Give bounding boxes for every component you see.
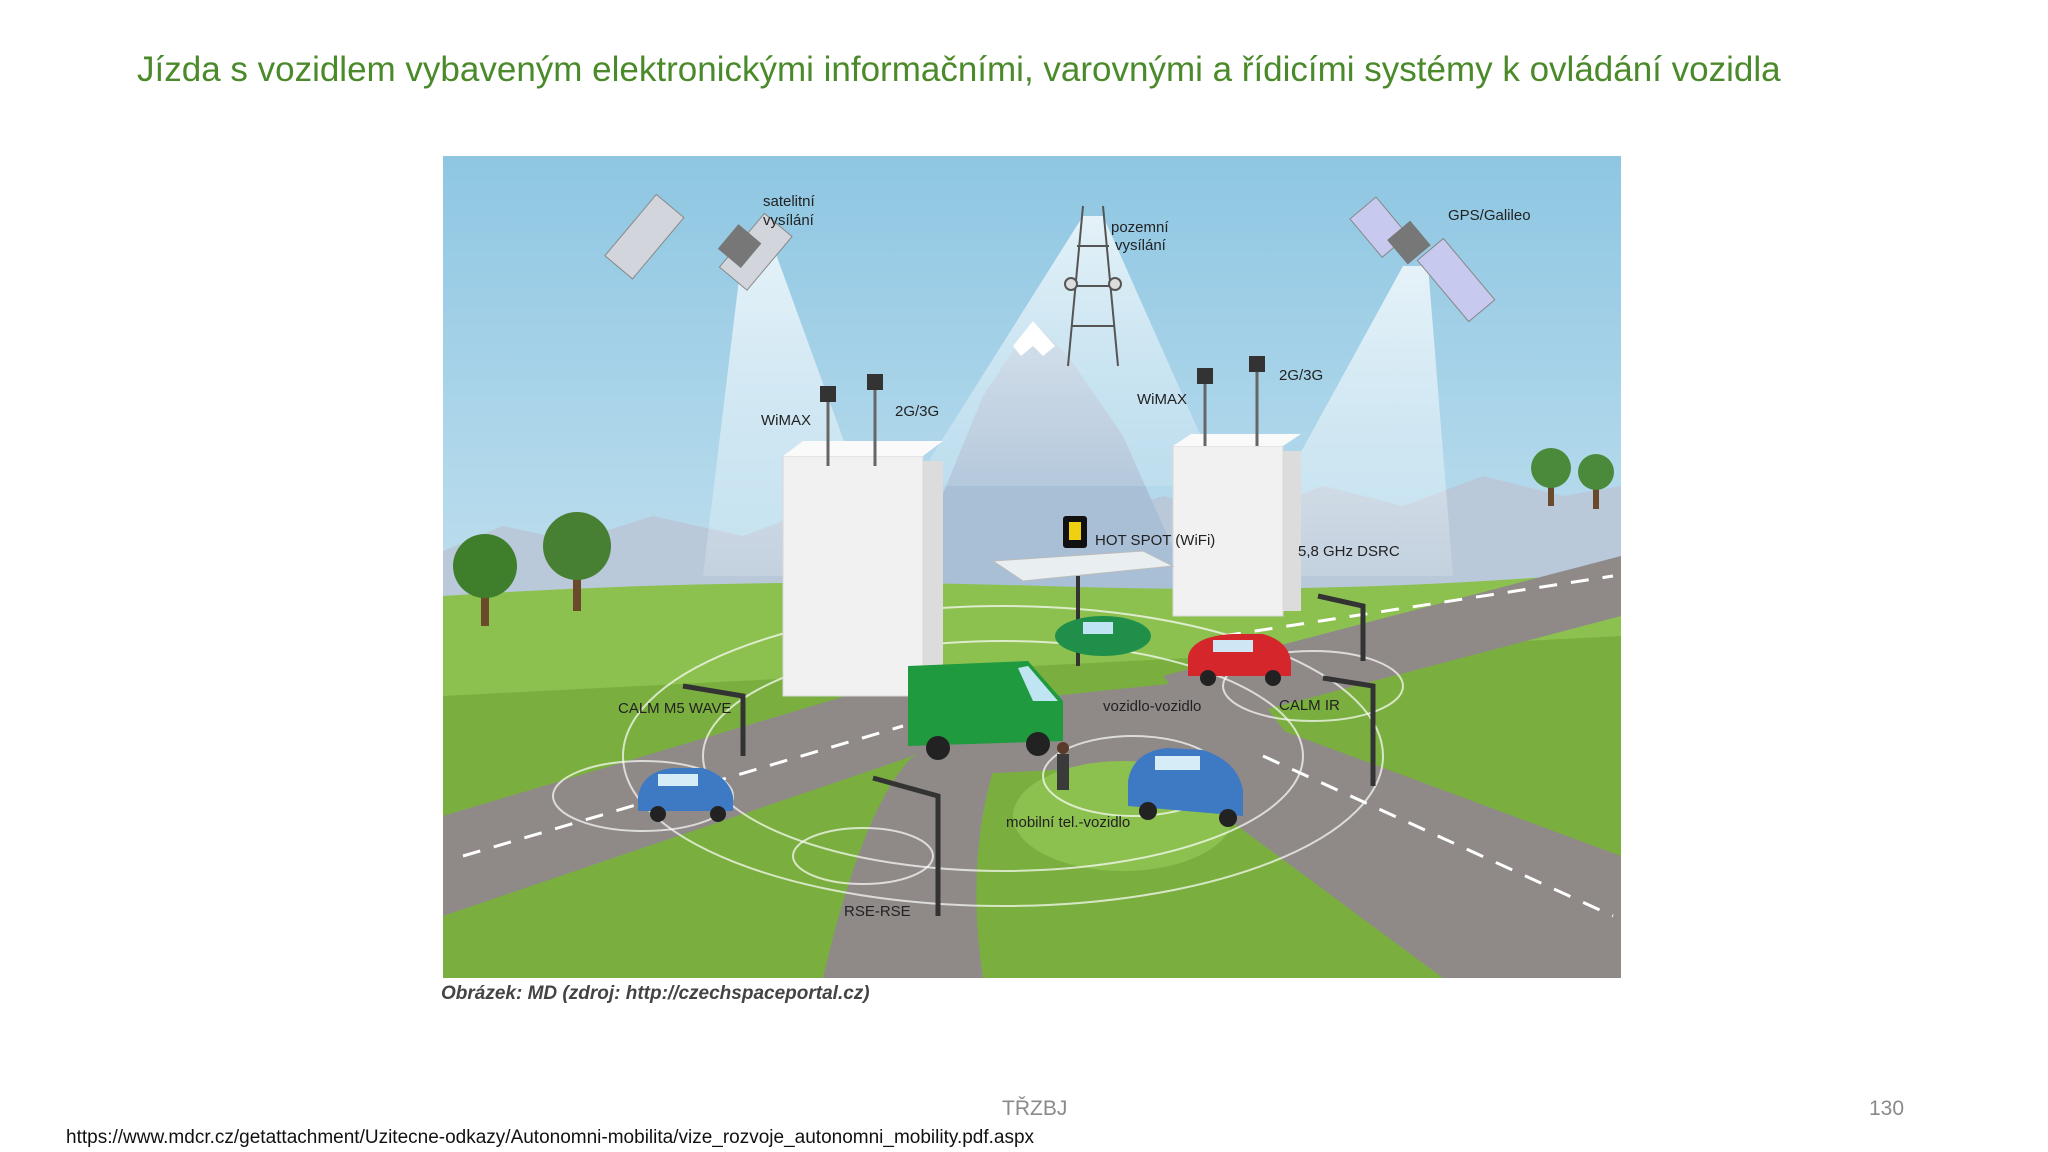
slide-title: Jízda s vozidlem vybaveným elektronickým… xyxy=(137,50,1781,89)
its-illustration: satelitní vysílání pozemní vysílání GPS/… xyxy=(443,156,1621,978)
label-ground-2: vysílání xyxy=(1115,237,1167,254)
road-right-lower xyxy=(1143,716,1621,978)
building-left xyxy=(782,441,943,697)
trees-left xyxy=(453,512,611,626)
transmitter-tower xyxy=(1064,205,1122,367)
illustration-labels: satelitní vysílání pozemní vysílání GPS/… xyxy=(618,193,1531,920)
label-2g3g-right: 2G/3G xyxy=(1279,367,1323,384)
label-rse: RSE-RSE xyxy=(844,903,911,920)
label-calm-ir: CALM IR xyxy=(1279,697,1340,714)
label-gps: GPS/Galileo xyxy=(1448,207,1531,224)
satellite-left xyxy=(604,193,793,291)
footer-label: TŘZBJ xyxy=(1002,1097,1068,1120)
building-right xyxy=(1172,434,1301,617)
ground-beam xyxy=(913,216,1223,486)
label-ground-1: pozemní xyxy=(1111,219,1169,236)
person xyxy=(1057,742,1069,790)
trees-right xyxy=(1531,448,1614,509)
red-car xyxy=(1188,634,1291,686)
label-sat-left-2: vysílání xyxy=(763,212,815,229)
blue-car-center xyxy=(1128,748,1243,827)
source-url: https://www.mdcr.cz/getattachment/Uzitec… xyxy=(66,1127,1035,1148)
blue-car-left xyxy=(638,768,733,822)
label-2g3g-left: 2G/3G xyxy=(895,403,939,420)
label-calm-m5: CALM M5 WAVE xyxy=(618,700,731,717)
green-van xyxy=(908,661,1063,760)
page-number: 130 xyxy=(1869,1097,1905,1120)
satellite-right xyxy=(1349,196,1496,323)
label-wimax-right: WiMAX xyxy=(1137,391,1187,408)
label-mobile: mobilní tel.-vozidlo xyxy=(1006,814,1130,831)
antennas xyxy=(820,356,1265,466)
label-hotspot: HOT SPOT (WiFi) xyxy=(1095,532,1215,549)
label-sat-left-1: satelitní xyxy=(763,193,816,210)
green-car xyxy=(1055,616,1151,656)
figure-caption: Obrázek: MD (zdroj: http://czechspacepor… xyxy=(441,983,870,1004)
road-bottom xyxy=(823,741,1003,978)
label-wimax-left: WiMAX xyxy=(761,412,811,429)
street-lamps xyxy=(682,593,1376,916)
label-dsrc: 5,8 GHz DSRC xyxy=(1298,543,1400,560)
signal-rings xyxy=(552,605,1404,907)
label-v2v: vozidlo-vozidlo xyxy=(1103,698,1201,715)
